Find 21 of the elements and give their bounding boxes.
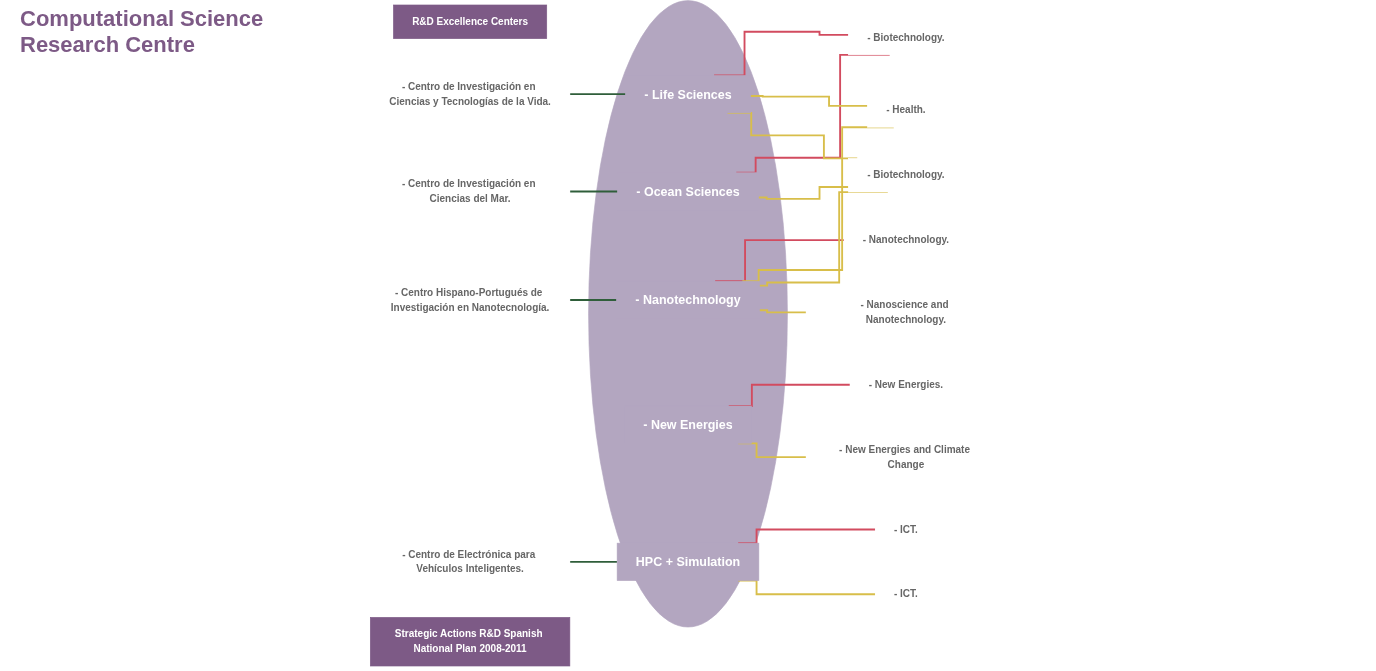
connector <box>757 186 850 200</box>
node-text: - Ocean Sciences <box>636 184 740 199</box>
node-text: - ICT. <box>894 523 918 535</box>
connector <box>568 93 627 96</box>
connector <box>758 309 808 314</box>
node-text: - Nanoscience and Nanotechnology. <box>860 299 949 325</box>
node-text: - New Energies and Climate Change <box>839 444 970 470</box>
node-text: - Centro de Investigación en Ciencias del Mar. <box>401 178 536 204</box>
connector <box>568 560 619 563</box>
node-text: - New Energies. <box>868 379 944 390</box>
connector <box>749 95 869 107</box>
node-text: - Nanotechnology. <box>862 234 950 246</box>
node-text: - Centro de Investigación en Ciencias y Tecnologías de la Vida. <box>389 81 551 107</box>
node-text: - Centro de Electrónica para Vehículos Inteligentes. <box>402 548 536 575</box>
node-box: Strategic Actions R&D Spanish National Plan 2008-2011 <box>370 617 571 667</box>
connector <box>568 299 618 301</box>
connector <box>568 190 619 193</box>
diagram-title: Computational Science Research Centre <box>20 6 265 58</box>
node-text: - ICT. <box>894 588 918 600</box>
node-box: R&D Excellence Centers <box>393 4 548 39</box>
node-text: - Centro Hispano-Portugués de Investigación en Nanotecnología. <box>390 286 550 313</box>
